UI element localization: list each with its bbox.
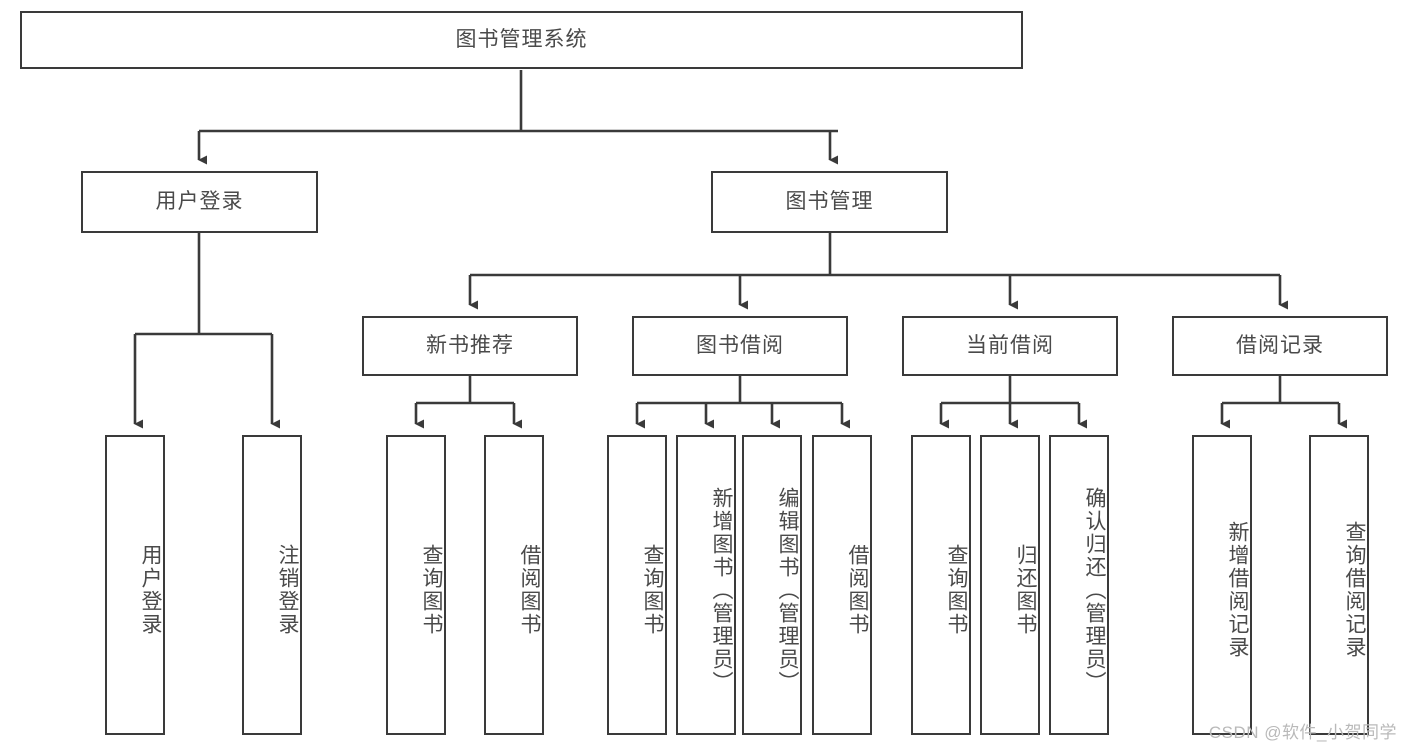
- node-label: 查询借阅记录: [1343, 521, 1366, 659]
- leaf-user-login-logout[interactable]: 注销登录: [242, 435, 302, 735]
- node-label: 新增借阅记录: [1226, 521, 1249, 659]
- leaf-record-add-record[interactable]: 新增借阅记录: [1192, 435, 1252, 735]
- node-label: 图书管理系统: [455, 28, 588, 52]
- node-book-borrow[interactable]: 图书借阅: [632, 316, 848, 376]
- node-current-borrow[interactable]: 当前借阅: [902, 316, 1118, 376]
- leaf-borrow-query-book[interactable]: 查询图书: [607, 435, 667, 735]
- node-label: 用户登录: [155, 190, 244, 214]
- leaf-borrow-edit-book-admin[interactable]: 编辑图书（管理员）: [742, 435, 802, 735]
- node-book-management[interactable]: 图书管理: [711, 171, 948, 233]
- node-label: 新增图书（管理员）: [710, 486, 733, 694]
- node-label: 注销登录: [276, 544, 299, 636]
- leaf-current-return-book[interactable]: 归还图书: [980, 435, 1040, 735]
- leaf-borrow-borrow-book[interactable]: 借阅图书: [812, 435, 872, 735]
- node-root-system[interactable]: 图书管理系统: [20, 11, 1023, 69]
- watermark-text: CSDN @软件_小贺同学: [1208, 723, 1397, 742]
- node-label: 归还图书: [1014, 544, 1037, 636]
- leaf-recommend-query-book[interactable]: 查询图书: [386, 435, 446, 735]
- node-label: 借阅图书: [846, 544, 869, 636]
- leaf-current-confirm-return-admin[interactable]: 确认归还（管理员）: [1049, 435, 1109, 735]
- leaf-record-query-record[interactable]: 查询借阅记录: [1309, 435, 1369, 735]
- node-label: 新书推荐: [426, 334, 514, 358]
- node-label: 借阅记录: [1236, 334, 1324, 358]
- leaf-current-query-book[interactable]: 查询图书: [911, 435, 971, 735]
- node-label: 确认归还（管理员）: [1083, 486, 1106, 694]
- node-label: 图书管理: [785, 190, 874, 214]
- node-label: 查询图书: [641, 544, 664, 636]
- node-borrow-record[interactable]: 借阅记录: [1172, 316, 1388, 376]
- leaf-borrow-add-book-admin[interactable]: 新增图书（管理员）: [676, 435, 736, 735]
- node-label: 查询图书: [420, 544, 443, 636]
- node-user-login[interactable]: 用户登录: [81, 171, 318, 233]
- node-label: 当前借阅: [966, 334, 1054, 358]
- leaf-recommend-borrow-book[interactable]: 借阅图书: [484, 435, 544, 735]
- node-label: 查询图书: [945, 544, 968, 636]
- node-label: 用户登录: [139, 544, 162, 636]
- node-label: 图书借阅: [696, 334, 784, 358]
- node-new-book-recommend[interactable]: 新书推荐: [362, 316, 578, 376]
- leaf-user-login-login[interactable]: 用户登录: [105, 435, 165, 735]
- node-label: 借阅图书: [518, 544, 541, 636]
- node-label: 编辑图书（管理员）: [776, 486, 799, 694]
